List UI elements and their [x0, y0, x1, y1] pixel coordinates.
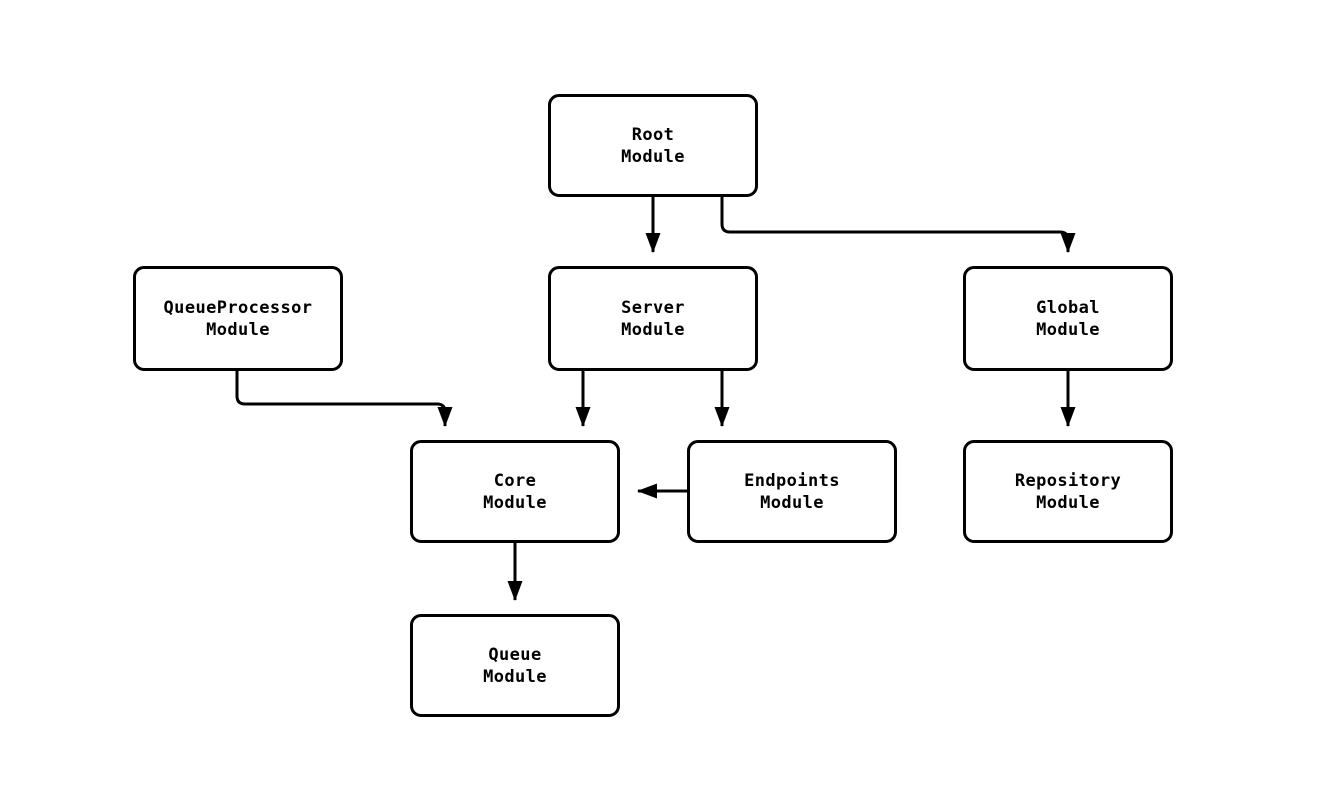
node-core-module-line2: Module: [483, 492, 547, 513]
node-queueprocessor-module-line2: Module: [206, 319, 270, 340]
edge-root-to-global: [720, 197, 1076, 253]
node-queue-module[interactable]: Queue Module: [410, 614, 620, 717]
edge-queueprocessor-to-core: [235, 371, 453, 427]
node-endpoints-module[interactable]: Endpoints Module: [687, 440, 897, 543]
node-root-module-line1: Root: [631, 124, 675, 145]
node-global-module[interactable]: Global Module: [963, 266, 1173, 371]
node-repository-module-line1: Repository: [1014, 470, 1122, 491]
node-repository-module-line2: Module: [1036, 492, 1100, 513]
node-queueprocessor-module-line1: QueueProcessor: [163, 297, 313, 318]
node-repository-module[interactable]: Repository Module: [963, 440, 1173, 543]
node-server-module-line2: Module: [621, 319, 685, 340]
node-root-module-line2: Module: [621, 146, 685, 167]
node-queue-module-line1: Queue: [488, 644, 542, 665]
node-endpoints-module-line1: Endpoints: [744, 470, 840, 491]
node-queue-module-line2: Module: [483, 666, 547, 687]
node-endpoints-module-line2: Module: [760, 492, 824, 513]
node-core-module-line1: Core: [493, 470, 537, 491]
node-root-module[interactable]: Root Module: [548, 94, 758, 197]
node-global-module-line2: Module: [1036, 319, 1100, 340]
node-queueprocessor-module[interactable]: QueueProcessor Module: [133, 266, 343, 371]
node-core-module[interactable]: Core Module: [410, 440, 620, 543]
node-server-module-line1: Server: [621, 297, 685, 318]
node-server-module[interactable]: Server Module: [548, 266, 758, 371]
node-global-module-line1: Global: [1036, 297, 1100, 318]
